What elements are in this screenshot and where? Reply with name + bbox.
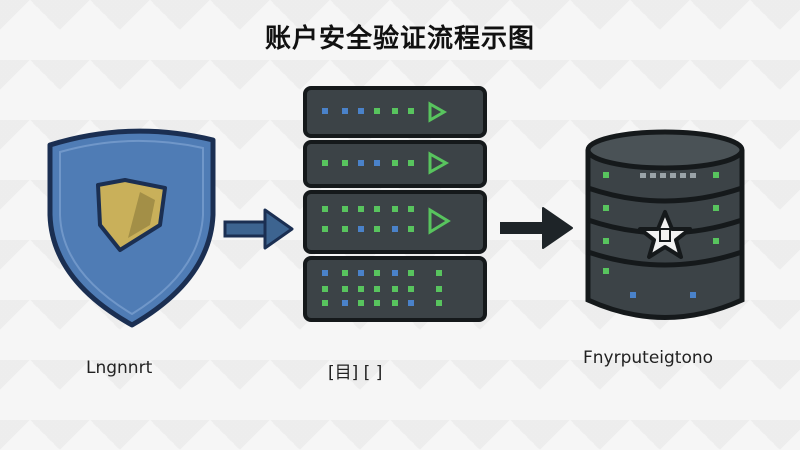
- arrow-right-icon: [223, 208, 294, 250]
- step-caption-shield: Lngnnrt: [86, 358, 153, 378]
- step-caption-database: Fnyrputeigtono: [583, 348, 714, 368]
- arrow-right-icon: [500, 207, 573, 249]
- step-caption-server: [目] [ ]: [328, 363, 383, 383]
- database-star-icon: [585, 129, 745, 320]
- server-rack-icon: [303, 86, 487, 322]
- shield-lock-icon: [47, 128, 216, 328]
- diagram-title: 账户安全验证流程示图: [264, 24, 535, 54]
